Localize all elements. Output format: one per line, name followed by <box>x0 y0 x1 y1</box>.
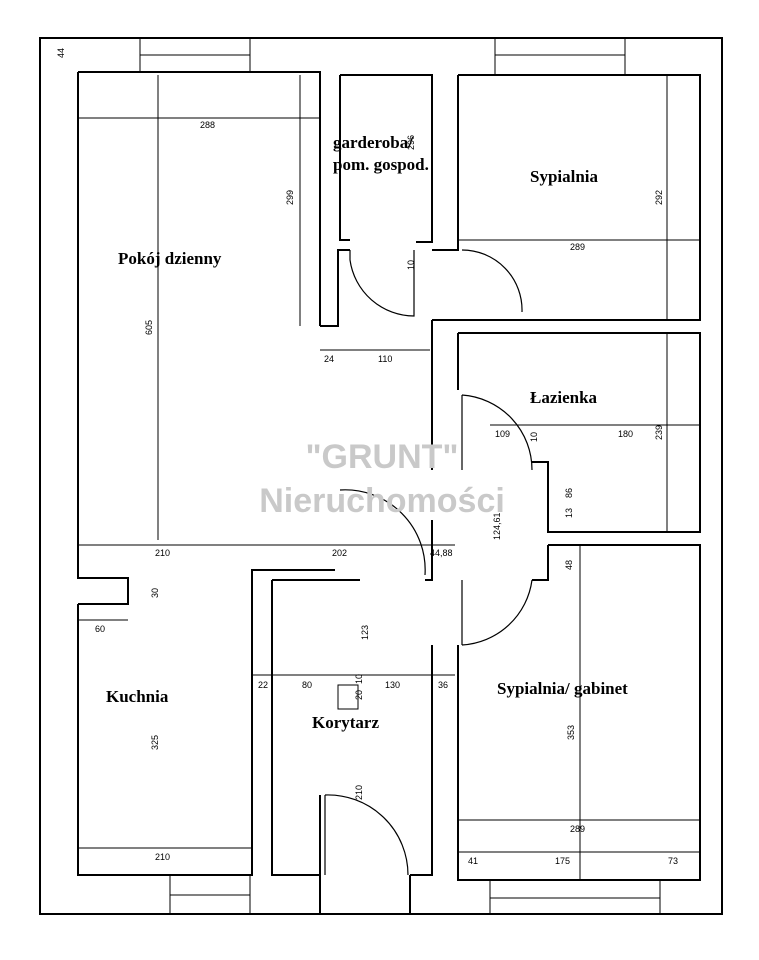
dim-24: 24 <box>324 354 334 364</box>
dimension-lines <box>78 75 700 880</box>
dim-289: 289 <box>570 242 585 252</box>
outer-boundary <box>39 37 723 915</box>
dim-20: 20 <box>354 690 364 700</box>
living-room-walls <box>77 71 321 605</box>
dim-123: 123 <box>360 625 370 640</box>
dim-48: 48 <box>564 560 574 570</box>
closet-box <box>337 684 359 710</box>
entrance-walls <box>319 875 411 915</box>
dim-80: 80 <box>302 680 312 690</box>
dim-202: 202 <box>332 548 347 558</box>
dim-292: 292 <box>654 190 664 205</box>
dim-110: 110 <box>378 354 392 364</box>
dim-4488: 44,88 <box>430 548 453 558</box>
dim-10c: 10 <box>354 674 364 684</box>
dim-36: 36 <box>438 680 448 690</box>
dim-10b: 10 <box>529 432 539 442</box>
dim-22: 22 <box>258 680 268 690</box>
dim-60: 60 <box>95 624 105 634</box>
dim-180: 180 <box>618 429 633 439</box>
watermark-line2: Nieruchomości <box>259 482 505 520</box>
room-label-bedroom2: Sypialnia/ gabinet <box>497 679 628 698</box>
dim-10a: 10 <box>406 260 416 270</box>
room-label-corridor: Korytarz <box>312 713 379 732</box>
dim-41: 41 <box>468 856 478 866</box>
dim-289b: 289 <box>570 824 585 834</box>
kitchen-walls <box>77 569 335 876</box>
dim-124: 124,61 <box>492 512 502 540</box>
dim-210c: 210 <box>155 852 170 862</box>
dim-605: 605 <box>144 320 154 335</box>
dim-44: 44 <box>56 48 66 58</box>
dim-296: 296 <box>406 135 416 150</box>
bedroom1-walls <box>432 74 701 321</box>
room-label-kitchen: Kuchnia <box>106 687 169 706</box>
doors <box>324 249 533 876</box>
dim-210b: 210 <box>354 785 364 800</box>
room-label-wardrobe-2: pom. gospod. <box>333 155 429 174</box>
dim-239: 239 <box>654 425 664 440</box>
dim-30: 30 <box>150 588 160 598</box>
dim-130: 130 <box>385 680 400 690</box>
room-label-bedroom1: Sypialnia <box>530 167 599 186</box>
room-label-living: Pokój dzienny <box>118 249 222 268</box>
wardrobe-walls <box>320 74 433 327</box>
bedroom2-walls <box>457 544 701 881</box>
watermark-line1: "GRUNT" <box>305 438 458 476</box>
dim-175: 175 <box>555 856 570 866</box>
dim-299: 299 <box>285 190 295 205</box>
windows <box>139 38 661 914</box>
room-label-wardrobe-1: garderoba/ <box>333 133 413 152</box>
dim-109: 109 <box>495 429 510 439</box>
dim-288: 288 <box>200 120 215 130</box>
dim-325: 325 <box>150 735 160 750</box>
dim-13: 13 <box>564 508 574 518</box>
corridor-walls <box>271 520 433 876</box>
room-label-bathroom: Łazienka <box>530 388 598 407</box>
dim-86: 86 <box>564 488 574 498</box>
dim-353: 353 <box>566 725 576 740</box>
dim-210a: 210 <box>155 548 170 558</box>
dim-73: 73 <box>668 856 678 866</box>
bathroom-walls <box>431 320 701 533</box>
